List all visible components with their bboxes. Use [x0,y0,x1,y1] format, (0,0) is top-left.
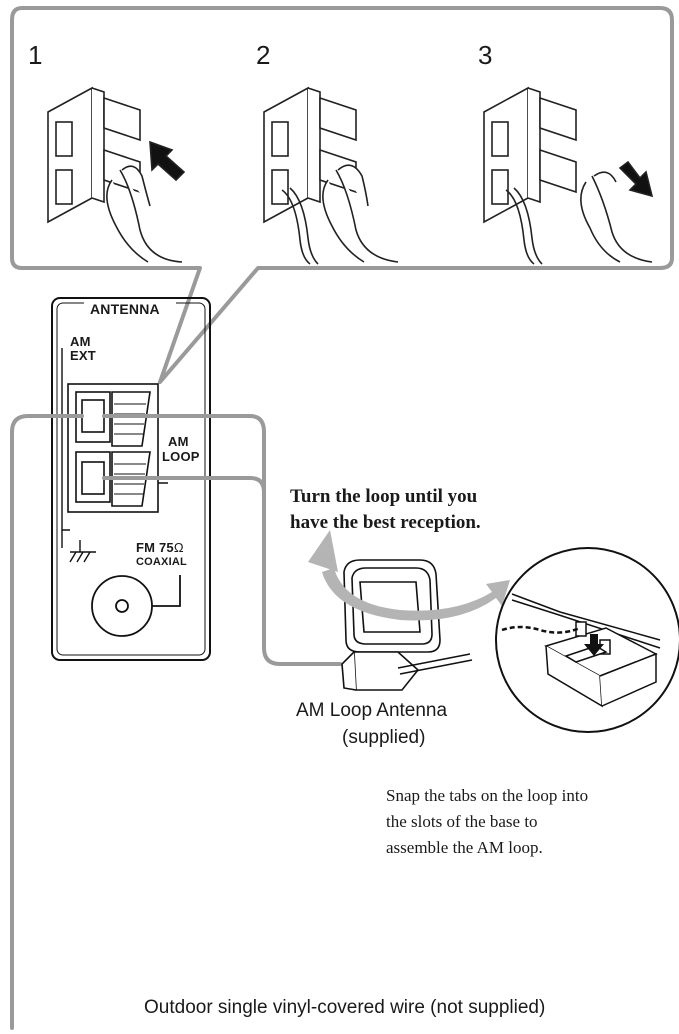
fm-value: FM 75 [136,540,174,555]
coaxial-label: COAXIAL [136,556,187,568]
am-loop-antenna-caption-line2: (supplied) [342,727,426,748]
am-loop-antenna-illustration [341,559,473,691]
arrow-push-icon [149,140,186,182]
arrow-release-icon [618,160,654,198]
terminal-step-3-illustration [483,86,654,265]
am-loop-label-line2: LOOP [162,449,200,464]
snap-tabs-note-line3: assemble the AM loop. [386,838,543,857]
ohm-symbol: Ω [173,540,184,555]
step-number-2: 2 [256,40,271,70]
step-number-1: 1 [28,40,43,70]
antenna-label: ANTENNA [90,301,160,317]
magnified-base-illustration [495,547,679,733]
coaxial-connector-icon [91,575,181,637]
fm-label: FM 75Ω [136,540,184,555]
am-ext-label-line2: EXT [70,348,96,363]
terminal-step-1-illustration [47,86,186,263]
outdoor-wire-caption: Outdoor single vinyl-covered wire (not s… [144,997,546,1018]
am-ext-label-line1: AM [70,334,91,349]
step-number-3: 3 [478,40,493,70]
outdoor-wire [10,414,342,1030]
terminal-step-2-illustration [263,86,399,265]
turn-loop-note-line1: Turn the loop until you [290,486,478,507]
snap-tabs-note-line1: Snap the tabs on the loop into [386,786,589,805]
down-arrow-icon [584,634,604,656]
ground-icon [69,540,96,563]
am-loop-label-line1: AM [168,434,189,449]
panel-terminal-block [67,383,159,513]
am-loop-antenna-caption-line1: AM Loop Antenna [296,700,448,721]
snap-tabs-note-line2: the slots of the base to [386,812,538,831]
rotation-arrow-icon [308,530,510,621]
turn-loop-note-line2: have the best reception. [290,512,481,533]
